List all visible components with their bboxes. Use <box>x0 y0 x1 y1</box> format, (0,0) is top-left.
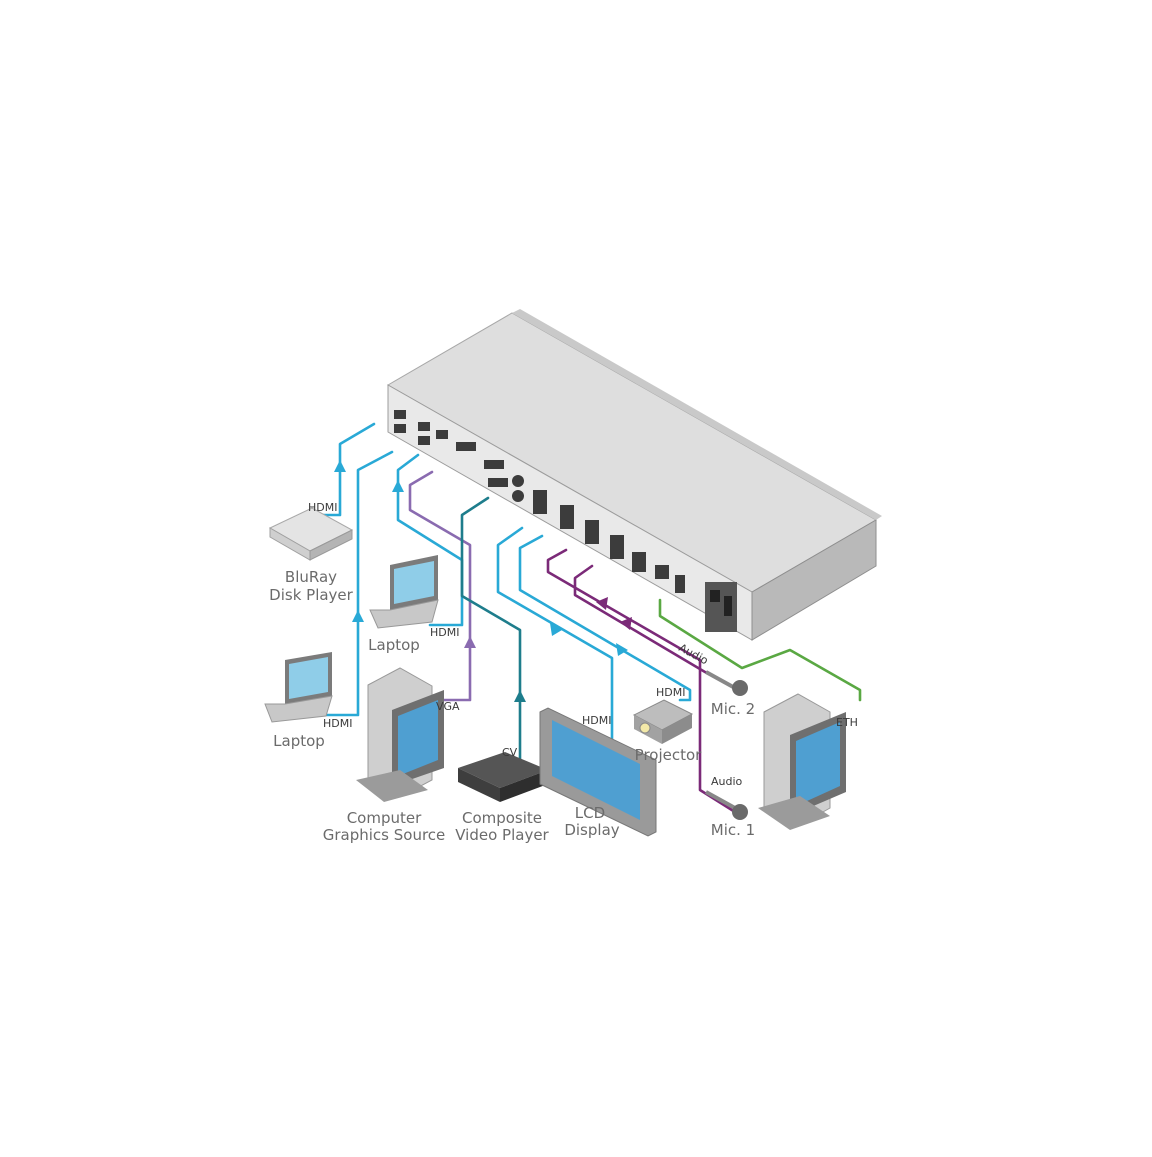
label-cable-bluray-hdmi: HDMI <box>308 501 337 514</box>
label-mic2: Mic. 2 <box>711 700 755 718</box>
cable-laptop-top-hdmi <box>396 453 464 627</box>
label-bluray-line1: BluRay <box>285 568 337 586</box>
chassis-side <box>751 519 877 641</box>
label-projector: Projector <box>635 746 702 764</box>
arrow-audio-mic2 <box>620 617 632 630</box>
lcd-display <box>539 707 657 837</box>
mic-1 <box>705 790 748 820</box>
cable-projector-hdmi <box>518 534 692 702</box>
label-cable-lcd-hdmi: HDMI <box>582 714 611 727</box>
label-lcd-line1: LCD <box>575 804 605 822</box>
label-cable-vga: VGA <box>436 700 460 713</box>
projector <box>632 699 694 744</box>
label-cable-cv: CV <box>502 746 518 759</box>
arrow-bluray <box>334 460 346 472</box>
arrow-laptop-top <box>392 480 404 492</box>
label-composite-line2: Video Player <box>455 826 549 844</box>
device-labels: BluRay Disk Player Laptop Laptop Compute… <box>269 568 755 844</box>
arrow-cv <box>514 690 526 702</box>
label-cable-laptop-bottom-hdmi: HDMI <box>323 717 352 730</box>
composite-video-player <box>458 752 548 802</box>
arrow-audio-mic1 <box>596 597 608 610</box>
label-cable-laptop-top-hdmi: HDMI <box>430 626 459 639</box>
cable-bluray-hdmi <box>310 422 376 517</box>
mic-2 <box>705 670 748 696</box>
signal-arrows <box>334 460 632 702</box>
ethernet-computer <box>758 693 846 830</box>
cable-eth <box>658 598 862 702</box>
arrow-vga <box>464 636 476 648</box>
rear-connectors <box>394 410 737 632</box>
cable-vga <box>408 470 472 702</box>
chassis-edge <box>512 309 882 520</box>
label-laptop-bottom: Laptop <box>273 732 325 750</box>
computer-graphics-source <box>356 667 444 802</box>
label-cable-eth: ETH <box>836 716 858 729</box>
switcher-unit <box>386 309 882 641</box>
label-cable-mic1-audio: Audio <box>711 775 743 788</box>
arrow-lcd <box>550 623 562 636</box>
arrow-laptop-bottom <box>352 610 364 622</box>
label-bluray-line2: Disk Player <box>269 586 353 604</box>
bluray-player <box>268 507 354 561</box>
label-computer-line1: Computer <box>347 809 422 827</box>
arrow-projector <box>616 643 628 656</box>
label-laptop-top: Laptop <box>368 636 420 654</box>
label-cable-projector-hdmi: HDMI <box>656 686 685 699</box>
label-computer-line2: Graphics Source <box>323 826 446 844</box>
label-composite-line1: Composite <box>462 809 542 827</box>
laptop-bottom <box>264 652 333 723</box>
label-mic1: Mic. 1 <box>711 821 755 839</box>
label-lcd-line2: Display <box>564 821 619 839</box>
laptop-top <box>369 555 439 629</box>
cable-laptop-bottom-hdmi <box>318 450 394 717</box>
